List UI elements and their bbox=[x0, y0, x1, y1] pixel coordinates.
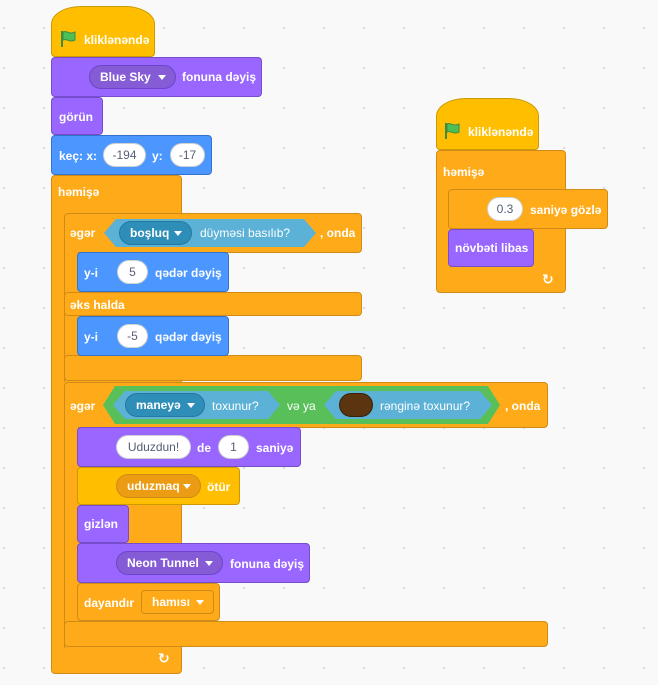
change-y-block-2[interactable] bbox=[77, 316, 229, 356]
say-suffix: saniyə bbox=[256, 441, 294, 455]
touching-dropdown[interactable]: maneyə bbox=[125, 393, 205, 417]
change-y-suffix-1: qədər dəyiş bbox=[155, 266, 222, 280]
hide-block[interactable] bbox=[77, 505, 129, 543]
backdrop-dropdown[interactable]: Blue Sky bbox=[89, 65, 176, 89]
forever-label: həmişə bbox=[58, 185, 100, 199]
x-input[interactable]: -194 bbox=[103, 143, 146, 167]
y-label: y: bbox=[152, 149, 163, 163]
wait-block[interactable] bbox=[448, 189, 608, 229]
else-bar bbox=[64, 292, 362, 316]
if2-label: əgər bbox=[70, 399, 96, 413]
when-flag-clicked-block-2[interactable] bbox=[436, 98, 539, 150]
next-costume-label: növbəti libas bbox=[455, 241, 529, 255]
next-costume-block[interactable] bbox=[448, 229, 534, 267]
broadcast-block[interactable] bbox=[77, 467, 240, 505]
hat-label-2: kliklənəndə bbox=[468, 125, 534, 139]
chevron-down-icon bbox=[158, 75, 166, 80]
green-flag-icon bbox=[445, 123, 460, 139]
green-flag-icon bbox=[61, 31, 76, 47]
backdrop-suffix: fonuna dəyiş bbox=[182, 70, 257, 84]
if-label: əgər bbox=[70, 226, 96, 240]
change-y-suffix-2: qədər dəyiş bbox=[155, 330, 222, 344]
chevron-down-icon bbox=[205, 561, 213, 566]
touching-suffix: toxunur? bbox=[212, 399, 259, 413]
loop-arrow-icon: ↻ bbox=[158, 650, 170, 666]
then-label: , onda bbox=[320, 226, 356, 240]
broadcast-suffix: ötür bbox=[207, 480, 231, 494]
wait-suffix: saniyə gözlə bbox=[530, 203, 602, 217]
change-y-prefix-2: y-i bbox=[84, 330, 99, 344]
hide-label: gizlən bbox=[84, 517, 119, 531]
stop-dropdown[interactable]: hamısı bbox=[141, 590, 214, 614]
wait-input[interactable]: 0.3 bbox=[487, 197, 523, 221]
change-y-input-2[interactable]: -5 bbox=[117, 324, 148, 348]
if-arm bbox=[64, 424, 78, 648]
change-y-block-1[interactable] bbox=[77, 252, 229, 292]
stop-prefix: dayandır bbox=[84, 596, 135, 610]
broadcast-option: uduzmaq bbox=[127, 479, 180, 493]
broadcast-dropdown[interactable]: uduzmaq bbox=[116, 474, 201, 498]
color-suffix: rənginə toxunur? bbox=[380, 399, 471, 413]
loop-arrow-icon: ↻ bbox=[542, 271, 554, 287]
chevron-down-icon bbox=[183, 484, 191, 489]
change-y-input-1[interactable]: 5 bbox=[117, 260, 148, 284]
color-swatch[interactable] bbox=[339, 393, 373, 417]
chevron-down-icon bbox=[174, 231, 182, 236]
show-label: görün bbox=[59, 110, 93, 124]
backdrop-option-2: Neon Tunnel bbox=[127, 556, 199, 570]
backdrop-suffix-2: fonuna dəyiş bbox=[230, 557, 305, 571]
say-text-input[interactable]: Uduzdun! bbox=[116, 435, 191, 459]
then2-label: , onda bbox=[505, 399, 541, 413]
if-else-bottom bbox=[64, 355, 362, 381]
key-dropdown[interactable]: boşluq bbox=[119, 221, 192, 245]
hat-label: kliklənəndə bbox=[84, 33, 150, 47]
backdrop-dropdown-2[interactable]: Neon Tunnel bbox=[116, 551, 223, 575]
say-secs-input[interactable]: 1 bbox=[218, 435, 249, 459]
key-suffix: düyməsi basılıb? bbox=[200, 226, 291, 240]
y-input[interactable]: -17 bbox=[170, 143, 205, 167]
if-bottom bbox=[64, 621, 548, 647]
else-label: əks halda bbox=[70, 298, 125, 312]
chevron-down-icon bbox=[196, 600, 204, 605]
show-block[interactable] bbox=[51, 97, 103, 135]
goto-prefix: keç: x: bbox=[59, 149, 98, 163]
key-option: boşluq bbox=[130, 226, 170, 240]
touching-option: maneyə bbox=[136, 398, 181, 412]
backdrop-option: Blue Sky bbox=[100, 70, 151, 84]
forever-label-2: həmişə bbox=[443, 165, 485, 179]
stop-option: hamısı bbox=[152, 595, 191, 609]
chevron-down-icon bbox=[187, 403, 195, 408]
say-mid: de bbox=[197, 441, 212, 455]
change-y-prefix-1: y-i bbox=[84, 266, 99, 280]
or-label: və ya bbox=[287, 399, 316, 413]
when-flag-clicked-block[interactable] bbox=[51, 6, 155, 57]
